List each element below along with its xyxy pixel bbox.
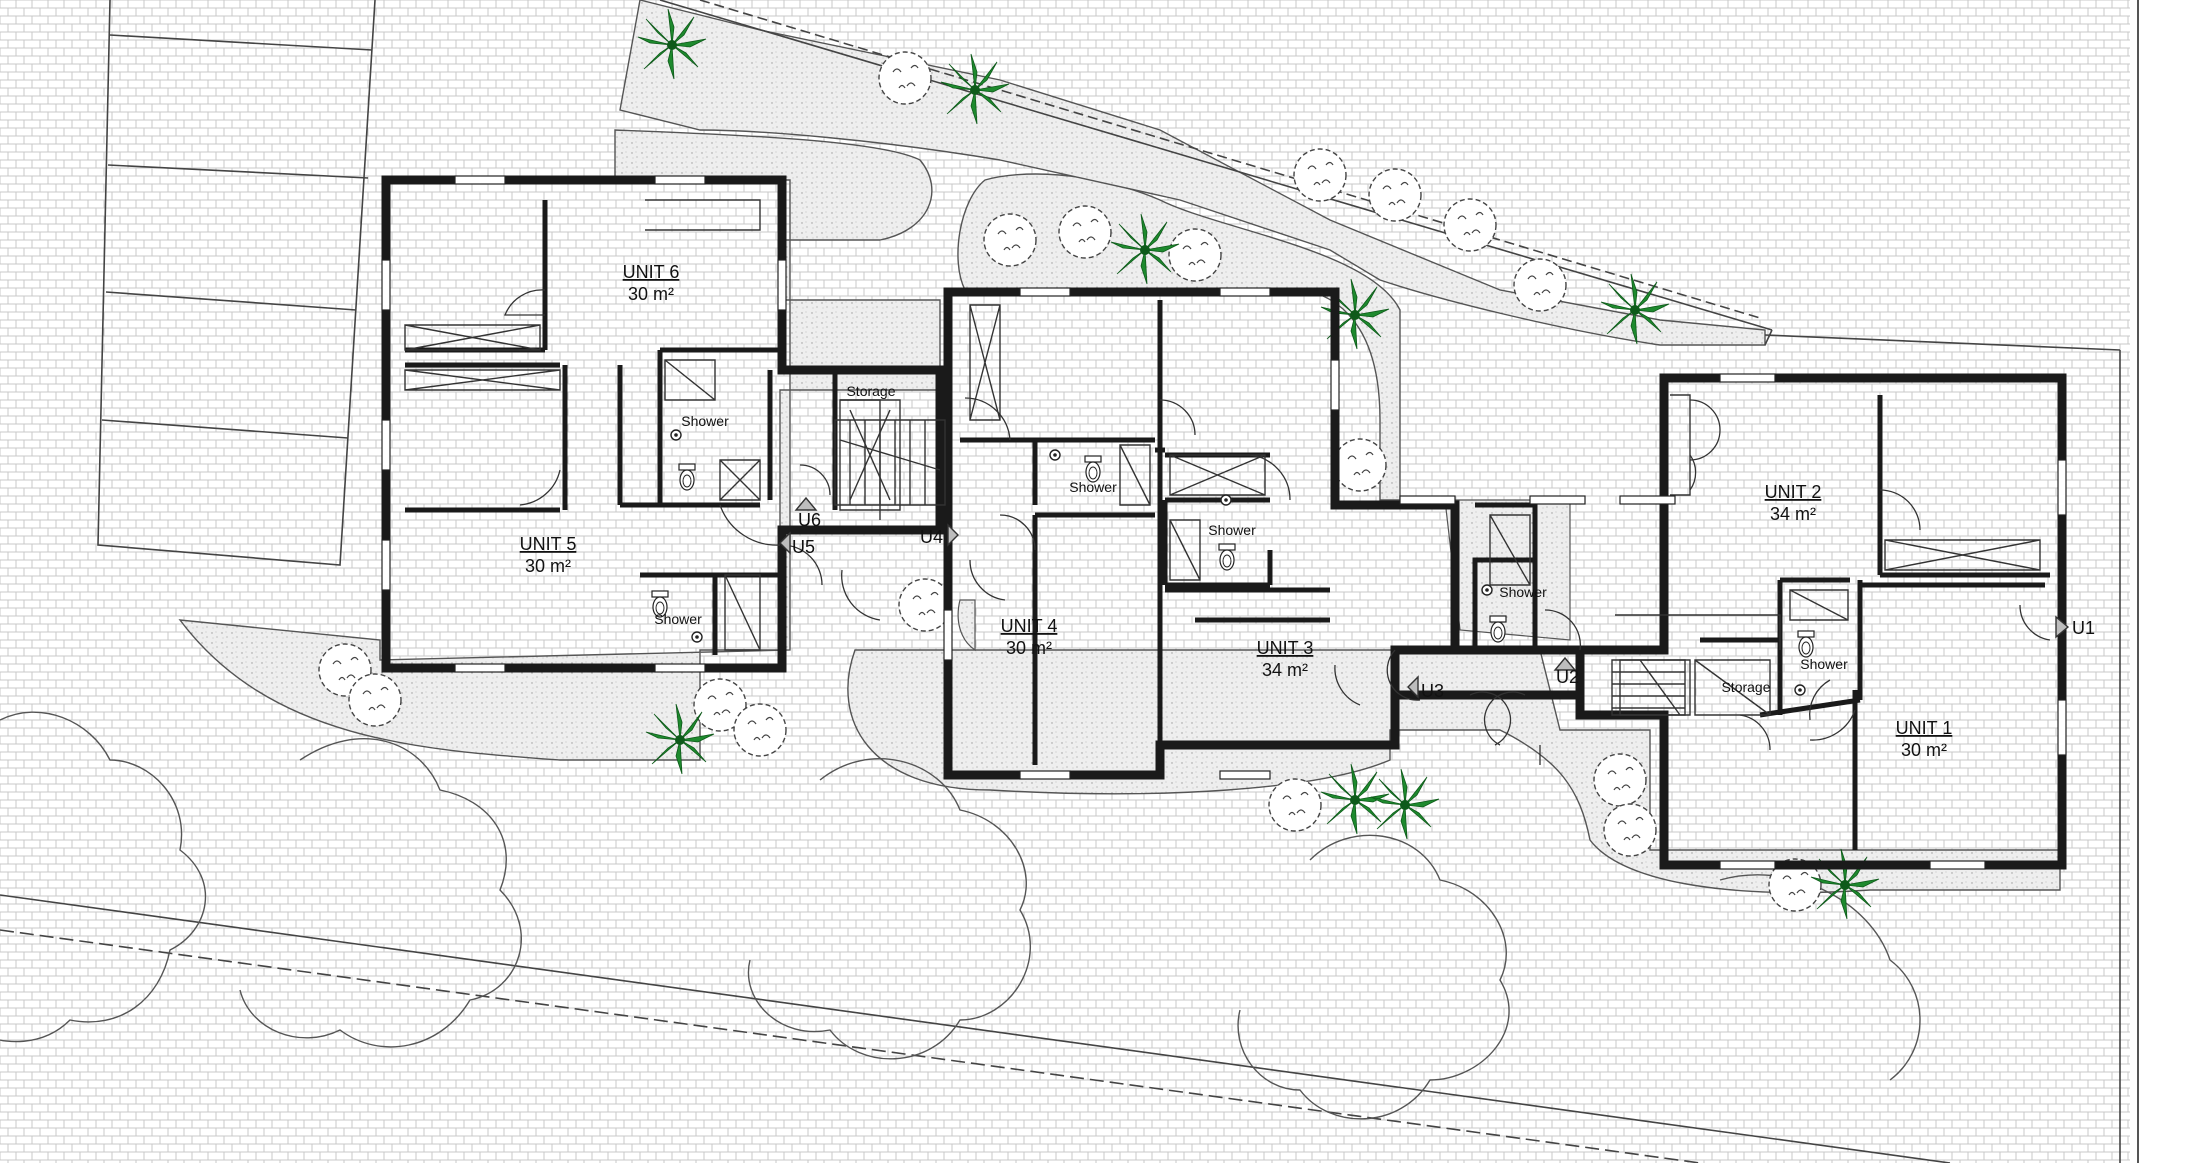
shower-label: Shower [654, 611, 702, 627]
tree-canopies [0, 711, 1921, 1120]
door-swings [504, 289, 2051, 765]
unit-4-name: UNIT 4 [1001, 616, 1058, 636]
entry-labels: U1 U2 U3 U4 U5 U6 [792, 510, 2095, 701]
unit-3-area: 34 m² [1262, 660, 1308, 680]
shower-label: Shower [1499, 584, 1547, 600]
shower-label: Shower [1069, 479, 1117, 495]
entry-arrow-u6 [794, 496, 818, 511]
entry-arrow-u4 [947, 523, 959, 547]
entry-arrow-icon [779, 496, 2070, 699]
parking-lines [97, 0, 376, 566]
room-labels: Shower Shower Shower Shower Shower Showe… [654, 383, 1848, 695]
unit-2-name: UNIT 2 [1765, 482, 1822, 502]
entry-arrow-u5 [779, 531, 791, 555]
shower-label: Shower [1800, 656, 1848, 672]
entry-label-u1: U1 [2072, 618, 2095, 638]
entry-label-u5: U5 [792, 537, 815, 557]
windows [381, 175, 2067, 870]
unit-4-area: 30 m² [1006, 638, 1052, 658]
unit-2-area: 34 m² [1770, 504, 1816, 524]
unit-labels: UNIT 6 30 m² UNIT 5 30 m² UNIT 4 30 m² U… [520, 262, 1953, 760]
storage-label: Storage [1721, 679, 1770, 695]
unit-3-name: UNIT 3 [1257, 638, 1314, 658]
shower-label: Shower [1208, 522, 1256, 538]
south-road [0, 894, 1951, 1163]
unit-6-name: UNIT 6 [623, 262, 680, 282]
stairs [834, 419, 1686, 716]
entry-label-u4: U4 [920, 527, 943, 547]
entry-arrow-u2 [1553, 656, 1577, 671]
unit-1-name: UNIT 1 [1896, 718, 1953, 738]
entry-arrow-u3 [1407, 675, 1419, 699]
unit-5-name: UNIT 5 [520, 534, 577, 554]
storage-label: Storage [846, 383, 895, 399]
entry-label-u3: U3 [1421, 681, 1444, 701]
unit-1-area: 30 m² [1901, 740, 1947, 760]
unit-5-area: 30 m² [525, 556, 571, 576]
unit-6-area: 30 m² [628, 284, 674, 304]
entry-label-u2: U2 [1556, 667, 1579, 687]
north-boundary [659, 0, 2121, 1163]
entry-label-u6: U6 [798, 510, 821, 530]
entry-arrow-u1 [2055, 615, 2070, 639]
shower-label: Shower [681, 413, 729, 429]
